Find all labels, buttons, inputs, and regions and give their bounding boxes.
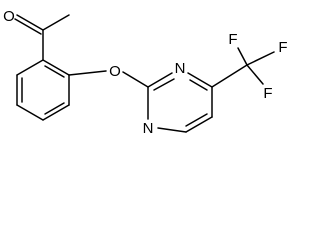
bond-cf3-fluorine-right [246,51,275,66]
bond-carbonyl-double-b [14,18,42,35]
benzene-bond-6 [16,59,44,76]
bond-carbonyl-c-methyl [42,14,70,31]
pyrimidine-ring: N N [143,60,213,137]
trifluoromethyl-group: F F F [211,31,288,102]
pyrimidine-inner-bond-c [185,113,208,127]
pyrimidine-bond-c4-n3 [157,127,187,133]
chemical-structure-diagram: O O N N F F F [3,8,288,137]
fluorine-lower-label: F [263,85,272,102]
benzene-bond-1 [42,59,70,76]
pyrimidine-bond-c5-c4 [185,116,213,133]
carbonyl-oxygen-label: O [3,8,15,25]
ring-nitrogen-upper-label: N [175,60,186,77]
ether-linkage: O [68,63,149,88]
fluorine-top-label: F [228,31,237,48]
acetyl-group: O [3,8,70,61]
pyrimidine-bond-c2-n1 [147,72,173,88]
bond-carbonyl-double-a [16,14,44,31]
bond-ether-oxygen-pyrimidine [122,71,149,88]
bond-cf3-fluorine-lower [246,64,264,85]
bond-cf3-fluorine-top [237,47,248,66]
benzene-inner-bond-b [44,102,65,115]
benzene-inner-bond-a [44,65,65,78]
fluorine-right-label: F [278,39,287,56]
pyrimidine-bond-n1-c6 [187,72,213,88]
benzene-ring [16,59,70,121]
ether-oxygen-label: O [109,63,121,80]
bond-ring-cf3 [211,64,248,88]
ring-nitrogen-lower-label: N [143,120,154,137]
bond-ring-ether-oxygen [68,70,107,76]
benzene-bond-3 [42,104,70,121]
pyrimidine-inner-bond-b [189,79,208,91]
pyrimidine-inner-bond-a [153,78,175,91]
benzene-bond-4 [16,104,44,121]
